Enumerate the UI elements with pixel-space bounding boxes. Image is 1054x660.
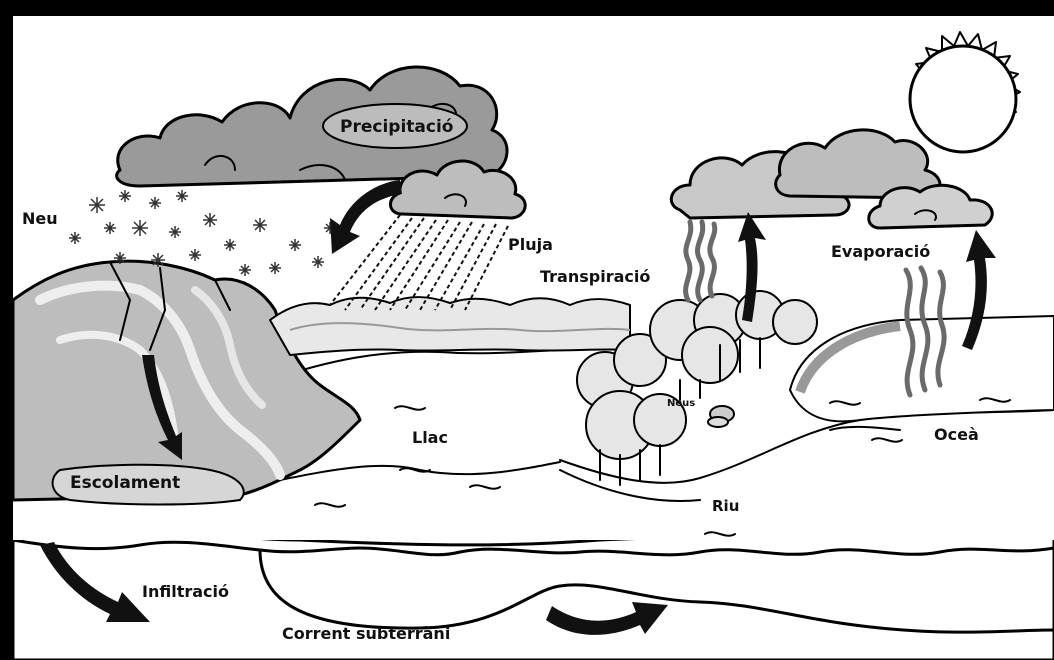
label-river: Riu (712, 497, 739, 515)
label-infiltration: Infiltració (142, 582, 229, 601)
label-snow-small: Neus (667, 398, 695, 409)
label-precipitation: Precipitació (340, 117, 453, 137)
label-runoff: Escolament (70, 473, 180, 493)
label-evaporation: Evaporació (831, 242, 930, 261)
label-lake: Llac (412, 428, 448, 447)
label-snow: Neu (22, 209, 58, 228)
label-transpiration: Transpiració (540, 267, 650, 286)
label-ocean: Oceà (934, 425, 979, 444)
label-rain: Pluja (508, 235, 553, 254)
label-groundwater: Corrent subterràni (282, 624, 450, 643)
